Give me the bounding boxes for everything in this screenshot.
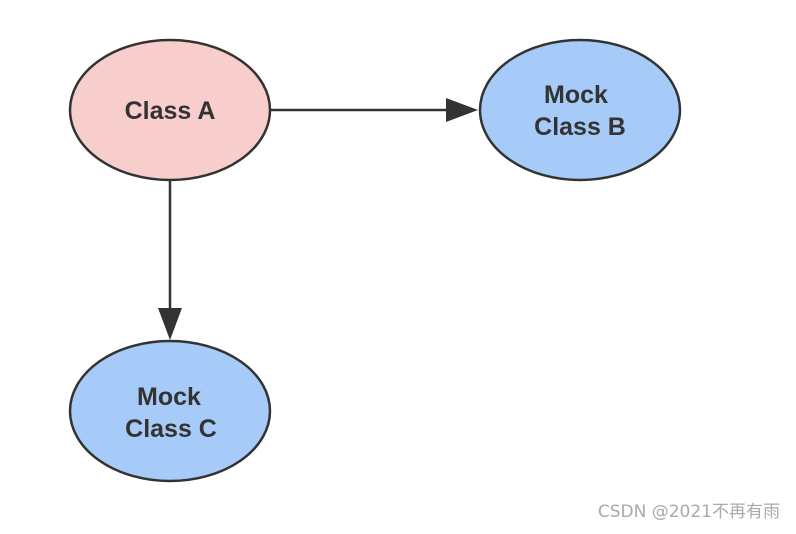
arrowhead-icon [446,98,478,122]
node-mock-class-c-label-line1: Mock [137,383,201,411]
node-mock-class-b-shape [478,38,682,182]
node-class-a[interactable]: Class A [68,38,272,182]
node-class-a-shape [68,38,272,182]
node-mock-class-c[interactable]: Mock Class C [68,339,272,483]
node-mock-class-b[interactable]: Mock Class B [478,38,682,182]
edge-class-a-to-mock-class-b [270,98,478,122]
node-mock-class-b-label-line1: Mock [544,81,608,109]
node-mock-class-c-shape [68,339,272,483]
node-class-a-label: Class A [125,97,216,125]
node-mock-class-b-label-line2: Class B [534,113,626,141]
arrowhead-icon [158,308,182,340]
node-mock-class-c-label-line2: Class C [125,415,217,443]
watermark: CSDN @2021不再有雨 [597,502,780,522]
edge-class-a-to-mock-class-c [158,180,182,340]
